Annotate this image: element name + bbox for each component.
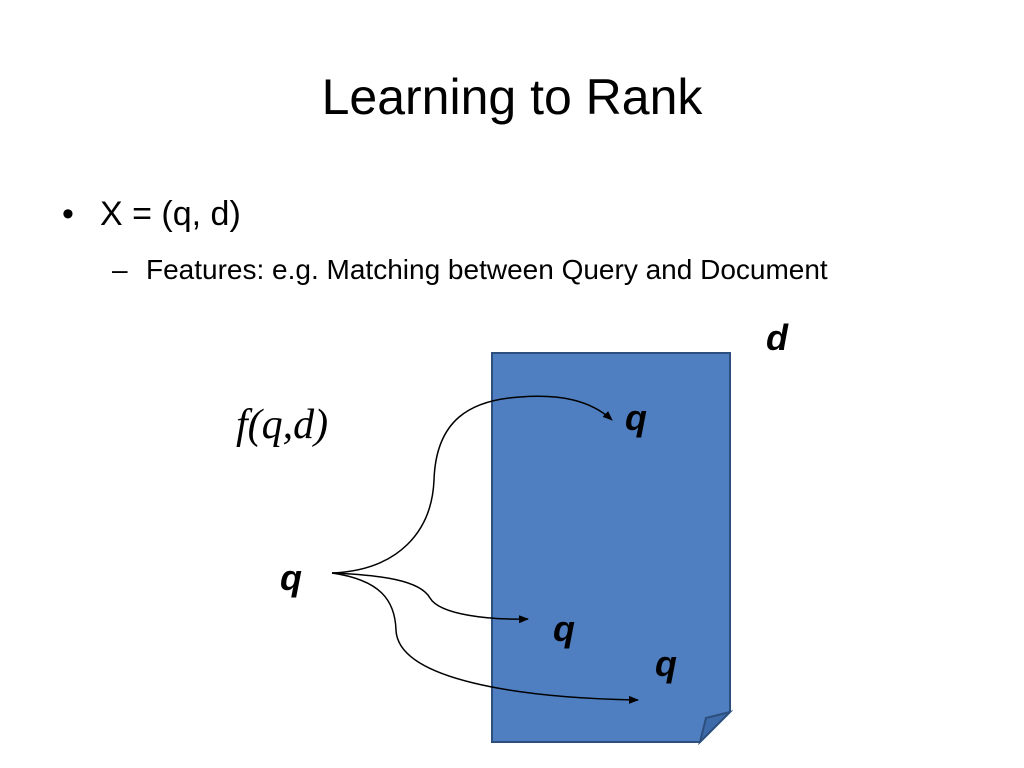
query-match-label-2: q [553, 608, 575, 649]
bullet-text: X = (q, d) [100, 195, 241, 233]
sub-bullet-marker: – [112, 254, 128, 285]
query-match-label-3: q [655, 643, 677, 684]
bullet-item: • X = (q, d) [62, 190, 241, 238]
query-source-label: q [280, 557, 302, 598]
match-arrow-top [331, 395, 613, 574]
sub-bullet-item: – Features: e.g. Matching between Query … [112, 250, 828, 290]
match-arrow-bottom [331, 572, 639, 704]
document-fold-corner [698, 710, 734, 746]
slide-title: Learning to Rank [321, 69, 703, 125]
document-label: d [766, 317, 789, 358]
sub-bullet-text: Features: e.g. Matching between Query an… [146, 254, 828, 285]
function-label: f(q,d) [236, 402, 328, 448]
document-page [491, 352, 731, 743]
query-match-label-1: q [625, 397, 647, 438]
match-arrow-middle [331, 572, 529, 624]
bullet-marker: • [62, 195, 74, 233]
